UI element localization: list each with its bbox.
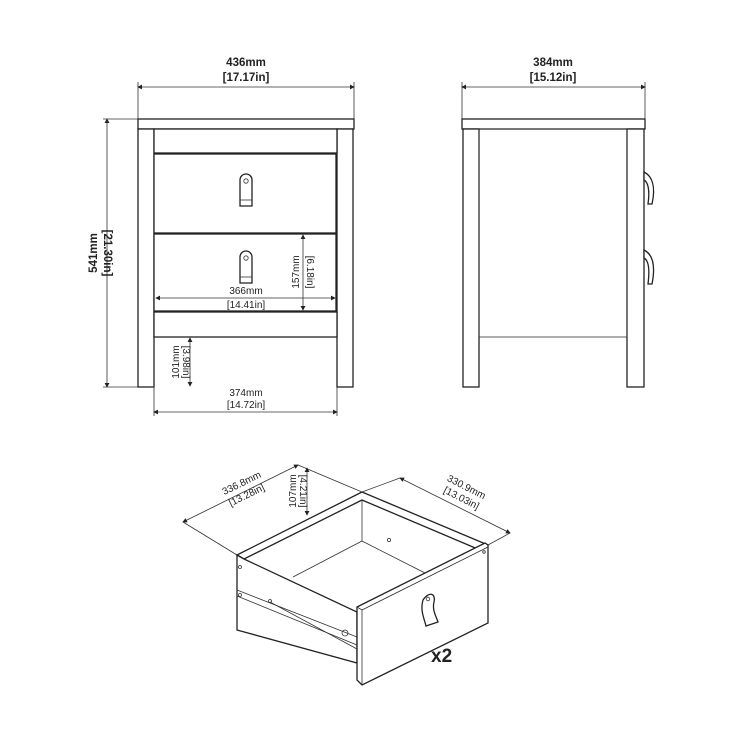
bottom-rail xyxy=(153,311,338,338)
inner-width-mm-label: 374mm xyxy=(229,388,262,399)
inner-width-in-label: [14.72in] xyxy=(227,400,266,411)
handle-icon xyxy=(239,250,253,284)
handle-icon xyxy=(239,173,253,207)
handle-icon xyxy=(421,593,439,627)
side-handle-icon xyxy=(643,170,655,205)
drawer-height-in-label: [4.21in] xyxy=(297,475,308,508)
top-rail xyxy=(153,128,338,154)
height-mm-label: 541mm xyxy=(88,233,100,273)
side-handle-icon xyxy=(643,248,655,285)
depth-mm-label: 384mm xyxy=(533,57,573,69)
side-back-leg xyxy=(462,128,480,388)
drawer-back-rim xyxy=(235,491,490,560)
clearance-in-label: [3.98in] xyxy=(180,346,191,379)
drawer-height-mm-label: 157mm xyxy=(291,255,302,288)
drawer-left-side xyxy=(236,553,358,664)
depth-in-label: [15.12in] xyxy=(530,72,577,84)
side-panel xyxy=(478,128,628,338)
width-mm-label: 436mm xyxy=(226,57,266,69)
drawer-height-mm-label: 107mm xyxy=(288,474,299,507)
drawer-width-mm-label: 366mm xyxy=(229,286,262,297)
drawer-height-in-label: [6.18in] xyxy=(304,256,315,289)
top-board xyxy=(137,118,355,130)
front-view: 436mm [17.17in] 541mm [21.30in] 366mm [1… xyxy=(88,57,355,416)
side-front-leg xyxy=(626,128,645,388)
height-in-label: [21.30in] xyxy=(101,230,113,277)
right-leg xyxy=(336,128,354,388)
quantity-label: x2 xyxy=(431,646,452,667)
width-in-label: [17.17in] xyxy=(223,72,270,84)
left-leg xyxy=(137,128,155,388)
side-view: 384mm [15.12in] xyxy=(461,57,655,388)
side-top-board xyxy=(461,118,646,130)
clearance-mm-label: 101mm xyxy=(171,345,182,378)
drawer-width-in-label: [14.41in] xyxy=(227,300,266,311)
drawer-view: 336.8mm [13.28in] 107mm [4.21in] 330.9mm… xyxy=(182,464,511,686)
